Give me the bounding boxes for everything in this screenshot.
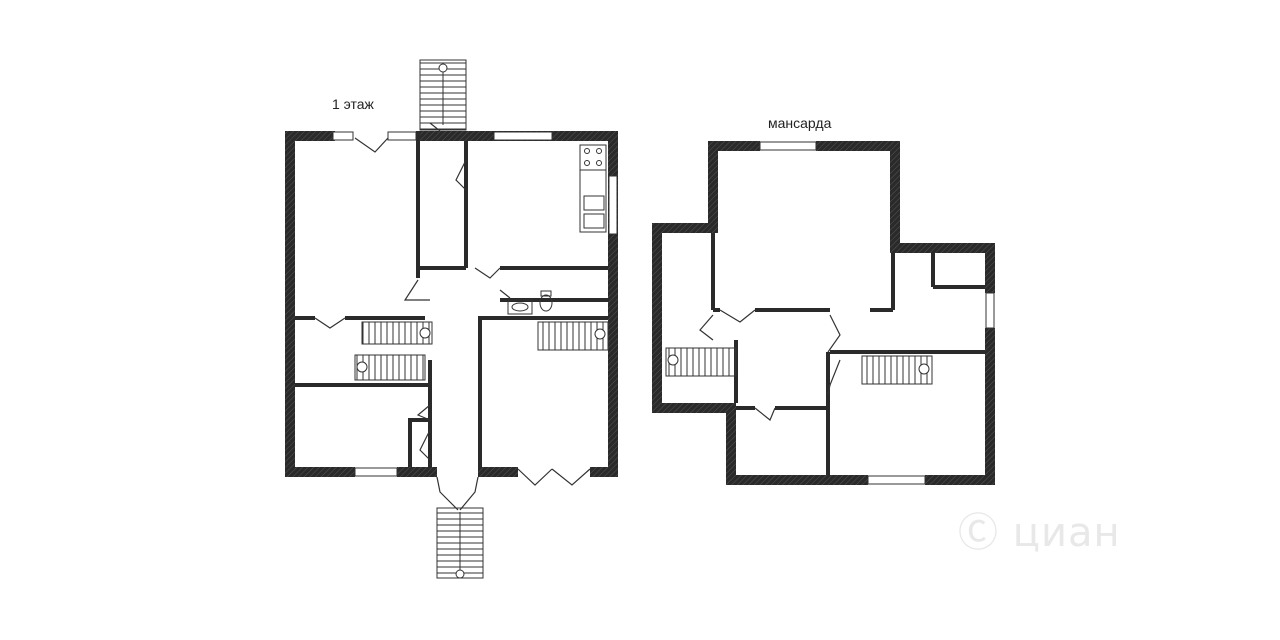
floor-1-windows (332, 131, 618, 477)
toilet-icon (539, 290, 553, 312)
entry-stairs-bottom (436, 507, 484, 579)
watermark-text: циан (1012, 510, 1121, 556)
attic-outer-walls (652, 141, 995, 485)
floor-1-outer-walls (285, 131, 618, 477)
attic-doors (699, 309, 841, 421)
attic-interior-walls (711, 233, 985, 475)
kitchen-stove-icon (579, 144, 607, 171)
entry-stairs-top (419, 59, 467, 131)
stairs-floor-1-a (361, 321, 433, 345)
washbasin-icon (507, 299, 533, 315)
stairs-floor-1-b (354, 354, 426, 381)
stairs-attic-b (861, 355, 933, 385)
stairs-attic-a (665, 347, 737, 377)
watermark: Ⓒ циан (958, 500, 1121, 558)
floor-1-interior-walls (295, 131, 608, 467)
attic-label: мансарда (768, 115, 832, 131)
cian-logo-icon: Ⓒ (958, 510, 1013, 556)
attic-windows (759, 141, 995, 485)
kitchen-counter (579, 169, 607, 233)
floor-1-label: 1 этаж (332, 96, 374, 112)
stairs-floor-1-c (537, 321, 609, 351)
floor-1-plan (285, 59, 618, 579)
attic-plan (652, 141, 995, 485)
floor-1-doors (314, 122, 591, 511)
kitchen-sink-icon (583, 195, 605, 229)
